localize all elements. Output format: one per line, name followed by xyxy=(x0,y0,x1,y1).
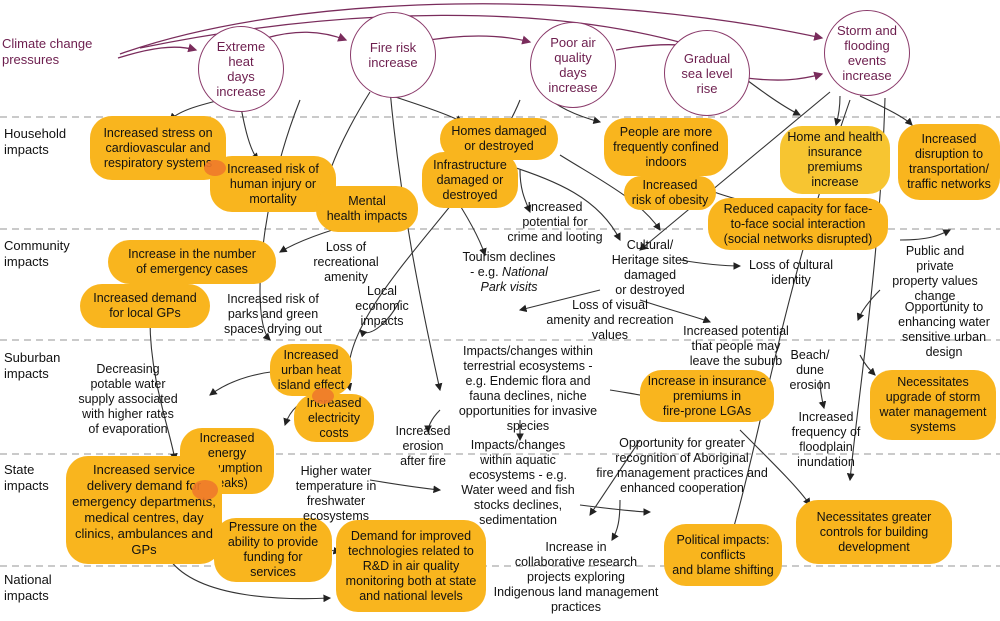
text-cultural-heritage: Cultural/ Heritage sites damaged or dest… xyxy=(611,238,689,297)
text-tourism-example: National Park visits xyxy=(480,265,548,294)
impact-urban-heat-island: Increased urban heat island effect xyxy=(270,344,352,396)
text-erosion-after-fire: Increased erosion after fire xyxy=(395,424,451,468)
text-water-sensitive: Opportunity to enhancing water sensitive… xyxy=(898,300,990,359)
level-community: Community impacts xyxy=(4,238,70,269)
pressure-extreme-heat: Extreme heat days increase xyxy=(198,26,284,112)
pressures-label: Climate change pressures xyxy=(2,36,93,67)
impact-electricity-costs: Increased electricity costs xyxy=(294,394,374,442)
text-recreational-amenity: Loss of recreational amenity xyxy=(313,240,379,284)
pressure-storm-flooding: Storm and flooding events increase xyxy=(824,10,910,96)
text-crime-looting: Increased potential for crime and lootin… xyxy=(507,200,603,244)
impact-air-quality-rd: Demand for improved technologies related… xyxy=(336,520,486,612)
impact-stormwater-upgrade: Necessitates upgrade of storm water mana… xyxy=(870,370,996,440)
pressure-fire-risk: Fire risk increase xyxy=(350,12,436,98)
text-water-temperature: Higher water temperature in freshwater e… xyxy=(295,464,377,523)
impact-funding-pressure: Pressure on the ability to provide fundi… xyxy=(214,518,332,582)
text-aboriginal-fire-management: Opportunity for greater recognition of A… xyxy=(596,436,768,495)
text-potable-water: Decreasing potable water supply associat… xyxy=(78,362,178,436)
text-collaborative-research: Increase in collaborative research proje… xyxy=(493,540,659,614)
text-aquatic-ecosystems: Impacts/changes within aquatic ecosystem… xyxy=(461,438,575,527)
text-visual-amenity: Loss of visual amenity and recreation va… xyxy=(546,298,674,342)
impact-infrastructure-damaged: Infrastructure damaged or destroyed xyxy=(422,152,518,208)
impact-reduced-social-interaction: Reduced capacity for face- to-face socia… xyxy=(708,198,888,250)
impact-cardio-stress: Increased stress on cardiovascular and r… xyxy=(90,116,226,180)
overlap-hotspot xyxy=(204,160,226,176)
level-state: State impacts xyxy=(4,462,49,493)
pressure-sea-level-rise: Gradual sea level rise xyxy=(664,30,750,116)
impact-injury-mortality: Increased risk of human injury or mortal… xyxy=(210,156,336,212)
text-tourism-declines: Tourism declines - e.g. National Park vi… xyxy=(462,250,556,294)
text-terrestrial-ecosystems: Impacts/changes within terrestrial ecosy… xyxy=(458,344,598,433)
impact-demand-gps: Increased demand for local GPs xyxy=(80,284,210,328)
level-household: Household impacts xyxy=(4,126,67,157)
impact-service-delivery-demand: Increased service delivery demand for em… xyxy=(66,456,222,564)
level-suburban: Suburban impacts xyxy=(4,350,61,381)
text-beach-erosion: Beach/ dune erosion xyxy=(789,348,831,392)
overlap-hotspot xyxy=(312,388,334,404)
impact-building-controls: Necessitates greater controls for buildi… xyxy=(796,500,952,564)
impact-confined-indoors: People are more frequently confined indo… xyxy=(604,118,728,176)
impact-insurance-premiums: Home and health insurance premiums incre… xyxy=(780,126,890,194)
pressure-poor-air-quality: Poor air quality days increase xyxy=(530,22,616,108)
overlap-hotspot xyxy=(192,480,218,500)
text-parks-drying: Increased risk of parks and green spaces… xyxy=(224,292,322,336)
impact-emergency-cases: Increase in the number of emergency case… xyxy=(108,240,276,284)
text-leave-suburb: Increased potential that people may leav… xyxy=(683,324,789,368)
impact-transport-disruption: Increased disruption to transportation/ … xyxy=(898,124,1000,200)
impact-insurance-fire-prone: Increase in insurance premiums in fire-p… xyxy=(640,370,774,422)
impact-mental-health: Mental health impacts xyxy=(316,186,418,232)
impact-obesity: Increased risk of obesity xyxy=(624,176,716,210)
text-local-economic: Local economic impacts xyxy=(355,284,409,328)
impact-political: Political impacts: conflicts and blame s… xyxy=(664,524,782,586)
text-floodplain-inundation: Increased frequency of floodplain inunda… xyxy=(791,410,861,469)
text-property-values: Public and private property values chang… xyxy=(892,244,978,303)
level-national: National impacts xyxy=(4,572,52,603)
text-cultural-identity: Loss of cultural identity xyxy=(748,258,834,287)
